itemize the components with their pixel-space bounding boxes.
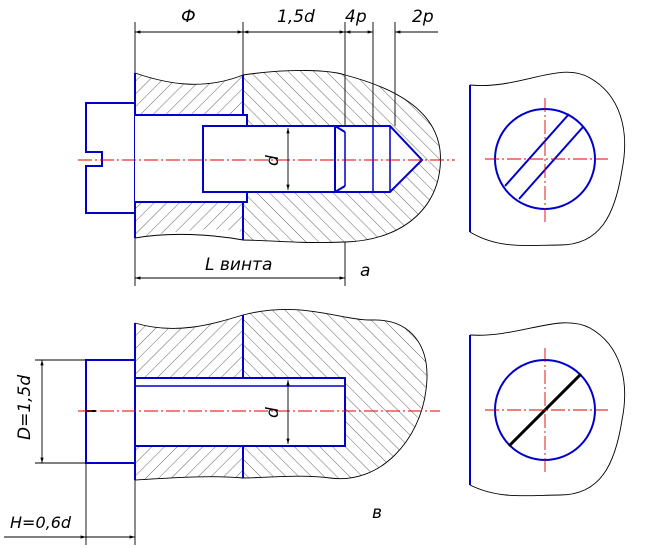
label-2p: 2p xyxy=(412,7,434,27)
label-D: D=1,5d xyxy=(15,375,35,440)
base-part-hatch xyxy=(243,70,441,243)
caption-a: а xyxy=(360,261,370,281)
label-l-vinta: L винта xyxy=(205,255,272,275)
base-part-hatch-b xyxy=(243,309,427,479)
label-d-a: d xyxy=(263,155,283,166)
view-a-end xyxy=(469,71,626,247)
screw-head-a xyxy=(85,102,136,214)
thread-chamfer-a xyxy=(334,125,346,193)
slot-line-2 xyxy=(518,126,584,200)
label-d-b: d xyxy=(263,407,283,418)
end-view-outline-a xyxy=(469,71,626,247)
upper-plate-hatch-b-bottom xyxy=(135,446,243,480)
upper-plate-hatch-top xyxy=(135,73,243,115)
upper-plate-hatch-bottom xyxy=(135,202,243,238)
slot-line-1 xyxy=(504,113,570,187)
screw-shank-b xyxy=(134,377,346,447)
label-H: H=0,6d xyxy=(10,513,72,532)
label-4p: 4p xyxy=(345,7,367,27)
caption-b: в xyxy=(372,503,382,523)
upper-plate-hatch-b-top xyxy=(135,315,243,378)
screw-shank-a xyxy=(135,115,247,202)
view-b-section: D=1,5d d H=0,6d в xyxy=(4,309,440,545)
label-15d: 1,5d xyxy=(277,7,315,27)
view-b-end xyxy=(469,322,626,497)
end-view-outline-b xyxy=(469,322,626,497)
view-a-section: Ф 1,5d 4p 2p d L винта а xyxy=(78,7,455,286)
clearance-hole-a xyxy=(135,114,248,203)
label-phi: Ф xyxy=(181,7,196,27)
